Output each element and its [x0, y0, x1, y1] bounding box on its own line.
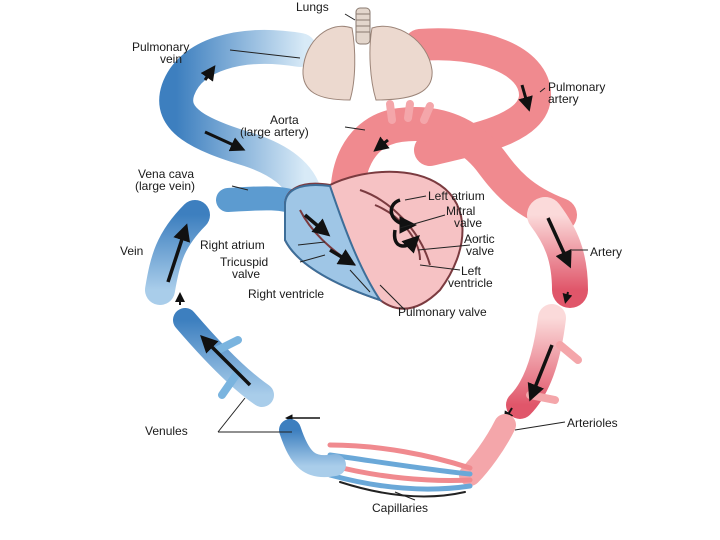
label-aortic-valve-2: valve — [466, 244, 494, 258]
label-aortic-valve: Aortic — [464, 232, 495, 246]
label-pulmonary-vein-2: vein — [160, 52, 182, 66]
flow-arrow-icon — [392, 229, 420, 254]
venule-vessel — [173, 308, 274, 407]
label-left-ventricle-2: ventricle — [448, 276, 493, 290]
label-artery: Artery — [590, 245, 622, 259]
flow-arrow-icon — [373, 136, 390, 152]
label-vena-cava: Vena cava — [138, 167, 194, 181]
flow-arrow-icon — [562, 291, 573, 304]
flow-arrow-icon — [166, 223, 191, 283]
label-mitral-valve-2: valve — [454, 216, 482, 230]
venule-branches — [214, 336, 242, 399]
lungs-illustration — [302, 7, 433, 101]
flow-arrow-icon — [389, 198, 417, 234]
label-aorta: Aorta — [270, 113, 299, 127]
capillary-bed — [327, 442, 473, 498]
label-vena-cava-2: (large vein) — [135, 179, 195, 193]
artery-vessel — [527, 197, 588, 308]
aorta-vessel — [330, 107, 577, 237]
label-right-ventricle: Right ventricle — [248, 287, 324, 301]
flow-arrow-icon — [303, 213, 331, 237]
label-aorta-2: (large artery) — [240, 125, 309, 139]
flow-arrow-icon — [546, 217, 572, 269]
label-leader-lines — [217, 13, 588, 501]
label-left-atrium: Left atrium — [428, 189, 485, 203]
flow-arrow-icon — [200, 335, 252, 387]
label-pulmonary-valve: Pulmonary valve — [398, 305, 487, 319]
heart-illustration — [284, 170, 464, 310]
aorta-branches — [386, 100, 434, 124]
label-lungs: Lungs — [296, 0, 329, 14]
label-left-ventricle: Left — [461, 264, 482, 278]
label-venules: Venules — [145, 424, 188, 438]
label-capillaries: Capillaries — [372, 501, 428, 515]
diagram-labels: Lungs Pulmonary vein Pulmonary artery Ao… — [120, 0, 622, 515]
venule-lower-vessel — [279, 419, 346, 478]
label-mitral-valve: Mitral — [446, 204, 475, 218]
flow-arrow-icon — [527, 344, 554, 402]
flow-arrow-icon — [204, 130, 246, 152]
vein-vessel — [145, 200, 210, 305]
label-tricuspid-valve: Tricuspid — [220, 255, 268, 269]
label-pulmonary-vein: Pulmonary — [132, 40, 189, 54]
arteriole-lower-vessel — [459, 414, 516, 486]
label-arterioles: Arterioles — [567, 416, 618, 430]
label-right-atrium: Right atrium — [200, 238, 265, 252]
label-pulmonary-artery: Pulmonary — [548, 80, 605, 94]
flow-arrow-icon — [518, 84, 533, 112]
label-vein: Vein — [120, 244, 143, 258]
label-pulmonary-artery-2: artery — [548, 92, 579, 106]
flow-arrow-icon — [200, 65, 216, 82]
label-tricuspid-valve-2: valve — [232, 267, 260, 281]
flow-arrow-icon — [329, 248, 357, 266]
